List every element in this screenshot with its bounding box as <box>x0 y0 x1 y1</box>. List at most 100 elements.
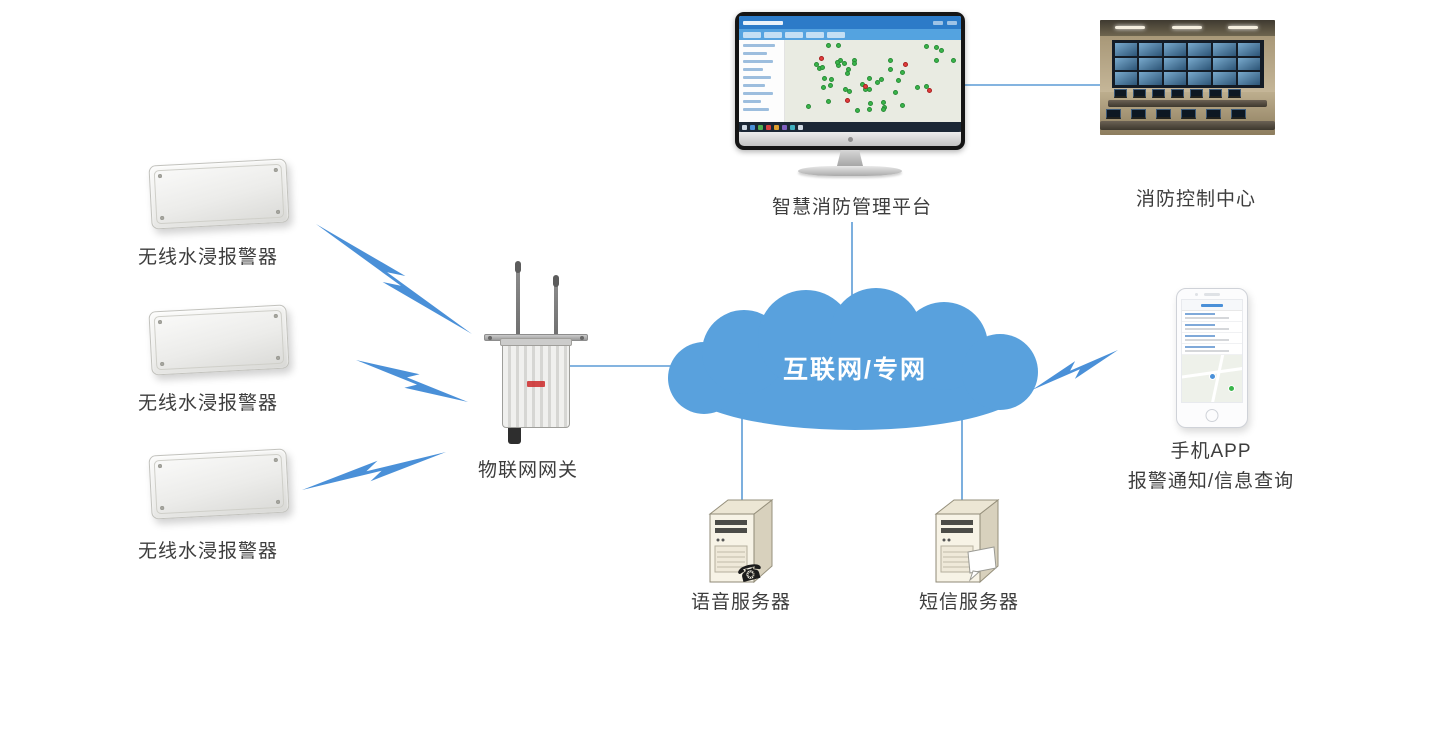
wall-screen <box>1139 72 1162 85</box>
map-marker-green <box>846 67 852 73</box>
iot-gateway-device <box>480 261 592 446</box>
gateway-cap <box>500 338 572 346</box>
antenna-icon <box>553 275 559 344</box>
phone-screen <box>1181 299 1243 403</box>
antenna-tip <box>515 261 521 273</box>
map-marker-green <box>874 80 880 86</box>
cloud-shape <box>668 288 1038 430</box>
map-marker-green <box>835 42 841 48</box>
taskbar-icon <box>790 124 795 130</box>
wall-screen <box>1114 57 1138 71</box>
gateway-label: 物联网网关 <box>477 460 578 481</box>
map-marker-green <box>852 60 858 66</box>
map-marker-green <box>827 83 833 89</box>
platform-taskbar <box>739 122 961 132</box>
platform-navbar <box>739 29 961 40</box>
sensor-lid <box>153 163 285 225</box>
platform-sidebar <box>739 40 785 132</box>
control-center-label: 消防控制中心 <box>1135 189 1256 210</box>
console-monitor <box>1209 89 1222 98</box>
notification-row <box>1182 333 1242 344</box>
map-marker-green <box>923 43 929 49</box>
app-title-bar <box>1201 303 1223 307</box>
map-pin-icon <box>1228 385 1235 392</box>
console-monitor <box>1106 109 1121 119</box>
sensor-lid <box>153 453 285 515</box>
platform-map-area <box>785 40 961 132</box>
wall-screen <box>1139 57 1162 71</box>
water-sensor-2 <box>148 304 290 376</box>
console-monitor <box>1181 109 1196 119</box>
gateway-body <box>500 338 572 428</box>
map-marker-green <box>867 101 873 107</box>
ceiling-light-icon <box>1228 26 1258 29</box>
cloud-label: 互联网/专网 <box>783 356 927 384</box>
sidebar-tree-row <box>743 60 773 63</box>
map-marker-green <box>881 106 887 112</box>
map-pin-icon <box>1209 373 1216 380</box>
map-marker-green <box>841 60 847 66</box>
sms-server-label: 短信服务器 <box>918 592 1019 613</box>
map-marker-green <box>888 66 894 72</box>
home-button <box>1205 409 1219 422</box>
sidebar-tree-row <box>743 100 761 103</box>
platform-logo <box>743 20 783 25</box>
map-marker-green <box>950 57 956 63</box>
wall-screen <box>1188 57 1212 71</box>
console-monitor <box>1171 89 1184 98</box>
map-marker-green <box>933 44 939 50</box>
nav-tab <box>827 31 845 38</box>
map-marker-green <box>855 107 861 113</box>
brand-mark <box>527 381 545 387</box>
sidebar-tree-row <box>743 52 767 55</box>
console-monitor <box>1190 89 1203 98</box>
platform-monitor <box>735 12 965 176</box>
taskbar-icon <box>758 124 763 130</box>
sidebar-tree-row <box>743 92 773 95</box>
wall-screen <box>1213 43 1236 56</box>
message-note-tail <box>968 570 981 582</box>
notification-row <box>1182 322 1242 333</box>
nav-tab <box>743 31 761 38</box>
taskbar-icon <box>798 124 803 130</box>
header-widget <box>947 20 957 25</box>
map-marker-green <box>900 103 906 109</box>
mobile-phone <box>1176 288 1248 428</box>
gateway-cable-port <box>508 428 521 444</box>
console-monitor <box>1231 109 1246 119</box>
map-marker-green <box>820 64 826 70</box>
map-marker-red <box>927 88 932 93</box>
map-marker-green <box>828 77 834 83</box>
control-room-floor <box>1100 89 1275 135</box>
console-monitor <box>1131 109 1146 119</box>
wall-screen <box>1237 57 1261 71</box>
platform-label: 智慧消防管理平台 <box>771 197 932 218</box>
phone-speaker-icon <box>1204 293 1220 296</box>
map-marker-green <box>879 76 885 82</box>
monitor-base <box>798 166 902 176</box>
map-marker-red <box>903 62 908 67</box>
map-marker-green <box>813 61 819 67</box>
drive-bay <box>715 528 747 533</box>
platform-header <box>739 16 961 29</box>
voice-server: ☎ <box>708 498 774 584</box>
wireless-bolt-sensor3 <box>302 452 446 490</box>
taskbar-icon <box>782 124 787 130</box>
wall-screen <box>1163 43 1187 56</box>
led-icon <box>947 538 951 542</box>
control-room-photo <box>1100 20 1275 135</box>
map-marker-green <box>866 87 872 93</box>
sidebar-tree-row <box>743 108 769 111</box>
console-monitors-back <box>1114 89 1241 98</box>
video-wall <box>1111 40 1264 88</box>
control-room-ceiling <box>1100 20 1275 36</box>
monitor-logo-icon <box>847 136 853 142</box>
map-marker-green <box>887 57 893 63</box>
map-marker-green <box>938 47 944 53</box>
map-marker-green <box>933 58 939 64</box>
map-marker-green <box>821 76 827 82</box>
sidebar-tree-row <box>743 84 765 87</box>
wall-screen <box>1163 72 1187 85</box>
taskbar-icon <box>750 124 755 130</box>
